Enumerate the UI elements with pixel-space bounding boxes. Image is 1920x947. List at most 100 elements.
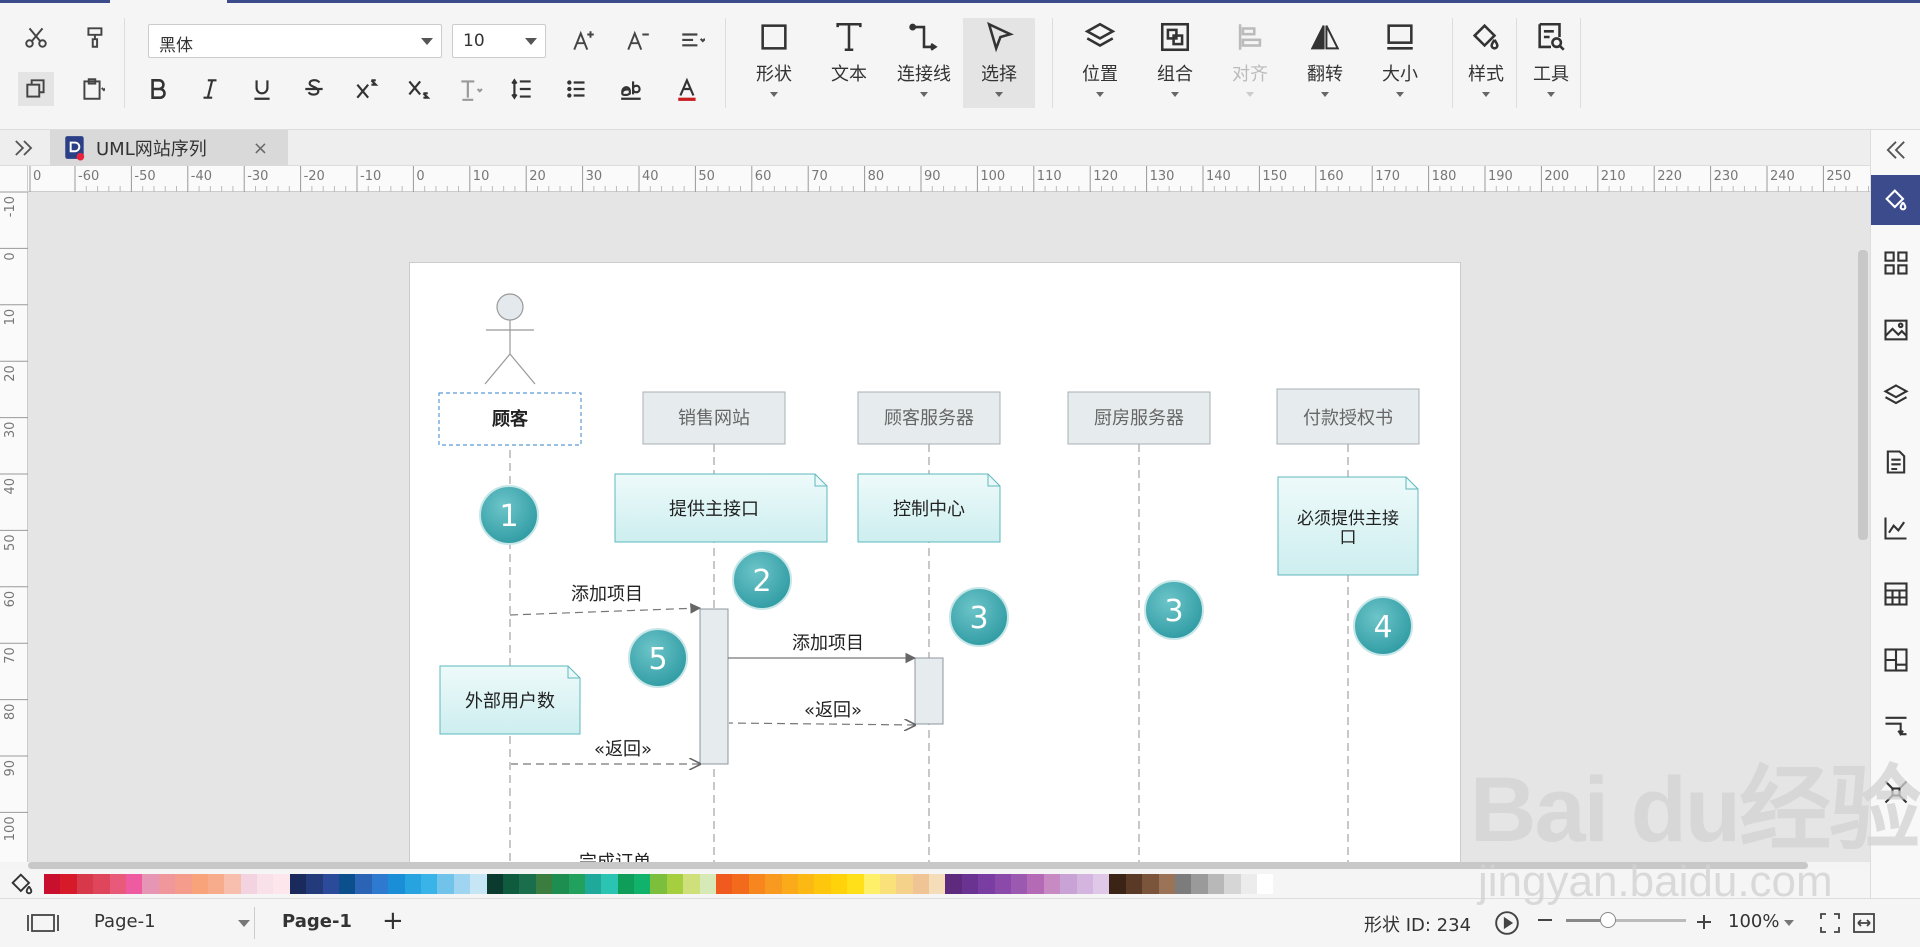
color-swatch[interactable] [404,874,421,894]
color-swatch[interactable] [322,874,340,894]
activation-bar-sales-site[interactable] [699,608,729,765]
align-button[interactable]: 对齐 [1214,18,1286,108]
color-swatch[interactable] [1142,874,1159,894]
tools-button[interactable]: 工具 [1515,18,1587,108]
color-swatch[interactable] [109,874,126,894]
color-swatch[interactable] [765,874,782,894]
color-swatch[interactable] [1011,874,1028,894]
step-circle-4[interactable]: 4 [1353,596,1413,656]
color-swatch[interactable] [929,874,946,894]
color-swatch[interactable] [1256,874,1274,894]
page-view-icon[interactable] [26,911,60,935]
note-must-provide[interactable] [1277,476,1419,576]
color-swatch[interactable] [224,874,241,894]
flip-button[interactable]: 翻转 [1289,18,1361,108]
strikethrough-icon[interactable] [296,72,332,106]
color-swatch[interactable] [732,874,749,894]
color-swatch[interactable] [60,874,77,894]
list-icon[interactable] [560,72,596,106]
close-icon[interactable]: × [252,137,268,159]
step-circle-3a[interactable]: 3 [949,587,1009,647]
table-panel-icon[interactable] [1878,576,1914,612]
color-swatch[interactable] [879,874,897,894]
chevron-down-icon[interactable] [1784,920,1794,926]
color-swatch[interactable] [371,874,389,894]
drawing-canvas[interactable]: 顾客 销售网站 顾客服务器 厨房服务器 付款授权书 提供主接口 控制中心 必须提… [28,192,1870,862]
color-swatch[interactable] [519,874,536,894]
color-swatch[interactable] [175,874,192,894]
message-arrow-add-item-1[interactable] [509,602,702,616]
color-swatch[interactable] [289,874,307,894]
font-family-select[interactable]: 黑体 [148,24,442,58]
color-swatch[interactable] [634,874,651,894]
color-swatch[interactable] [470,874,487,894]
lifeline-box-customer-server[interactable] [857,391,1001,445]
bold-icon[interactable] [140,72,176,106]
font-size-select[interactable]: 10 [452,24,546,58]
size-button[interactable]: 大小 [1364,18,1436,108]
copy-icon[interactable] [18,72,54,106]
layers-panel-icon[interactable] [1878,378,1914,414]
document-panel-icon[interactable] [1878,444,1914,480]
color-swatch[interactable] [1027,874,1044,894]
color-swatch[interactable] [896,874,913,894]
connector-panel-icon[interactable] [1878,708,1914,744]
color-swatch[interactable] [240,874,258,894]
actor-figure[interactable] [484,293,536,385]
color-swatch[interactable] [44,874,61,894]
color-swatch[interactable] [847,874,864,894]
zoom-level[interactable]: 100% [1728,911,1780,932]
color-swatch[interactable] [453,874,471,894]
note-main-interface[interactable] [614,473,828,543]
color-swatch[interactable] [76,874,94,894]
color-swatch[interactable] [1109,874,1126,894]
step-circle-1[interactable]: 1 [479,485,539,545]
color-swatch[interactable] [1060,874,1077,894]
color-swatch[interactable] [339,874,356,894]
connector-button[interactable]: 连接线 [888,18,960,108]
structure-panel-icon[interactable] [1878,642,1914,678]
color-swatch[interactable] [617,874,635,894]
superscript-icon[interactable] [348,72,384,106]
color-swatch[interactable] [1174,874,1192,894]
lifeline-box-kitchen-server[interactable] [1067,391,1211,445]
color-swatch[interactable] [1093,874,1110,894]
play-icon[interactable] [1494,910,1520,936]
decrease-font-icon[interactable] [620,24,656,58]
network-panel-icon[interactable] [1878,774,1914,810]
color-swatch[interactable] [1240,874,1257,894]
color-swatch[interactable] [420,874,438,894]
note-external-users[interactable] [439,665,581,735]
underline-icon[interactable] [244,72,280,106]
horizontal-scrollbar-thumb[interactable] [28,862,1808,869]
color-swatch[interactable] [748,874,766,894]
tab-uml-sequence[interactable]: UML网站序列 × [50,130,288,166]
group-button[interactable]: 组合 [1139,18,1211,108]
step-circle-3b[interactable]: 3 [1144,580,1204,640]
color-swatch[interactable] [535,874,553,894]
paste-icon[interactable] [74,72,110,106]
color-swatch[interactable] [1125,874,1143,894]
color-swatch[interactable] [568,874,585,894]
format-painter-icon[interactable] [78,20,114,54]
position-button[interactable]: 位置 [1064,18,1136,108]
color-swatch[interactable] [158,874,176,894]
color-swatch[interactable] [650,874,667,894]
horizontal-scrollbar[interactable] [28,860,1808,870]
color-swatch[interactable] [961,874,979,894]
image-panel-icon[interactable] [1878,312,1914,348]
expand-panel-icon[interactable] [10,134,38,162]
color-swatch[interactable] [437,874,454,894]
color-swatch[interactable] [388,874,405,894]
message-arrow-return-1[interactable] [728,723,915,725]
color-swatch[interactable] [257,874,274,894]
page-tab-active[interactable]: Page-1 [282,911,352,932]
chevron-down-icon[interactable] [238,920,250,927]
color-swatch[interactable] [207,874,225,894]
lifeline-box-payment[interactable] [1276,388,1420,445]
italic-icon[interactable] [192,72,228,106]
color-swatch[interactable] [830,874,848,894]
text-align-icon[interactable] [674,24,710,58]
color-swatch[interactable] [1207,874,1225,894]
collapse-panel-icon[interactable] [1878,132,1914,168]
